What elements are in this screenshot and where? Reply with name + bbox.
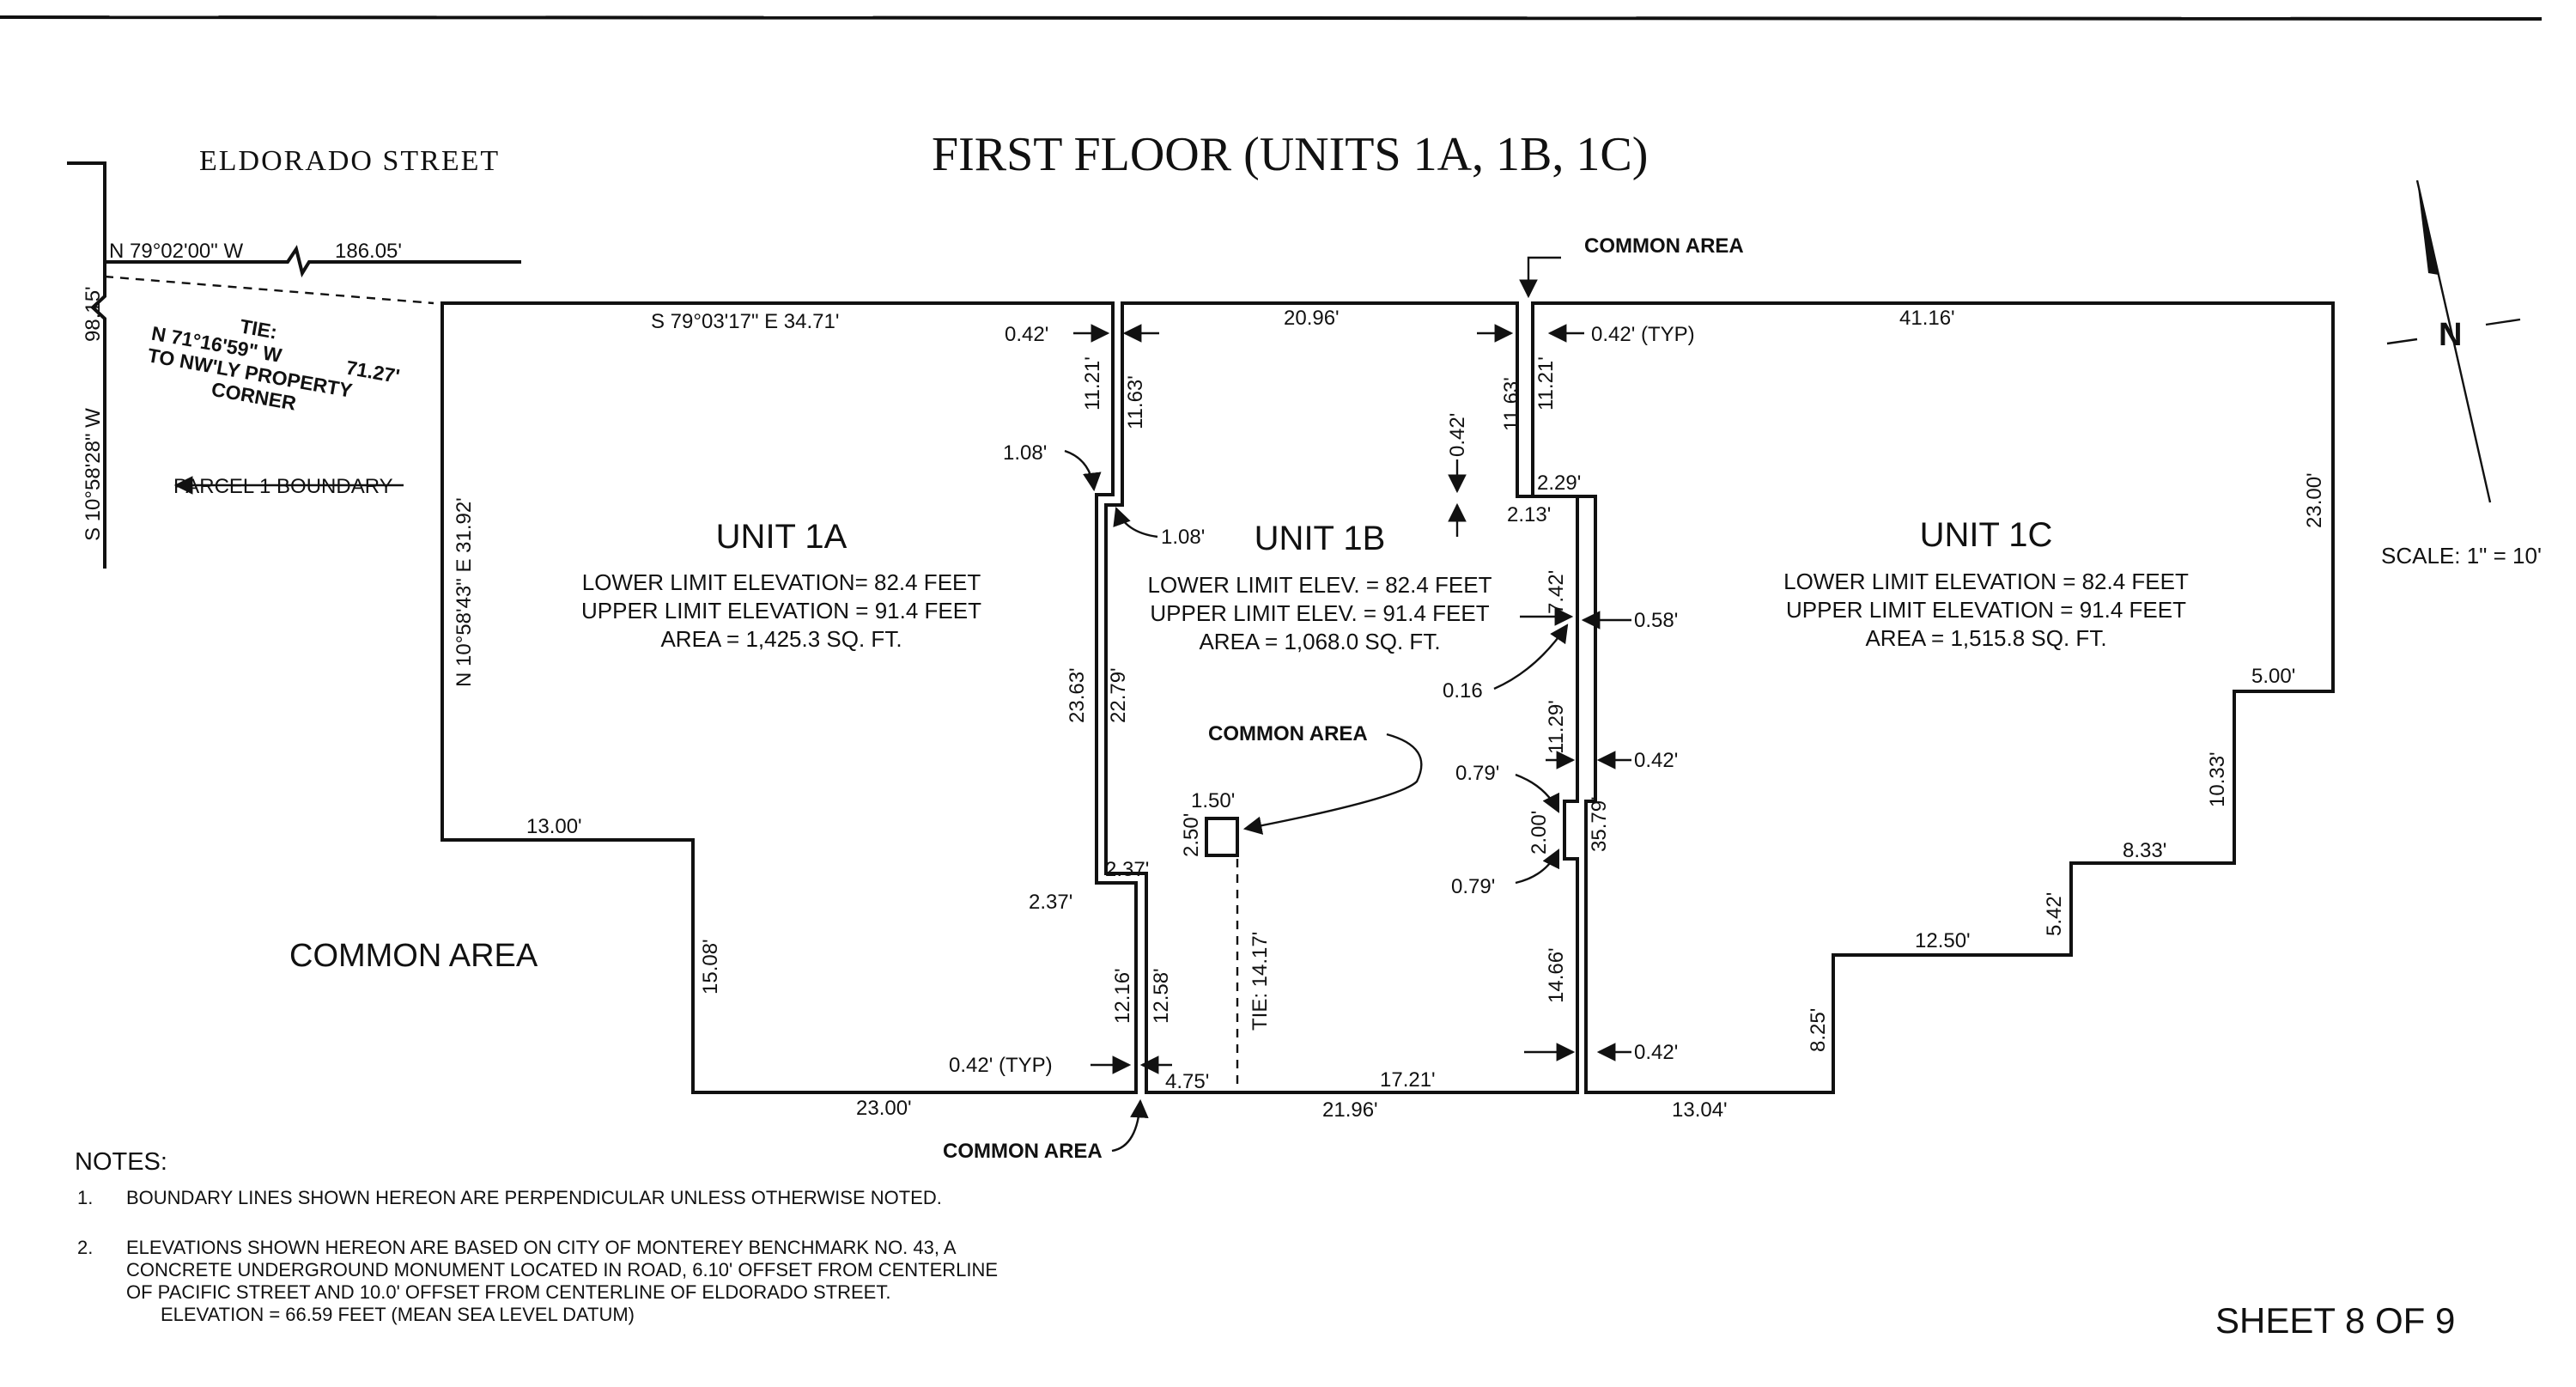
common-area-label-top: COMMON AREA <box>1584 234 1744 258</box>
dim-042-typ-top: 0.42' (TYP) <box>1591 323 1695 346</box>
dim-1304: 13.04' <box>1672 1098 1728 1122</box>
dim-237-right: 2.37' <box>1105 858 1149 881</box>
svg-text:N: N <box>2439 317 2462 353</box>
unit-1c-area: AREA = 1,515.8 SQ. FT. <box>1865 625 2106 651</box>
dim-1129: 11.29' <box>1545 700 1568 754</box>
dim-1121-left: 11.21' <box>1081 356 1104 411</box>
dim-058: 0.58' <box>1634 609 1678 632</box>
north-arrow-icon: N <box>2386 179 2521 503</box>
note-1-line-1: BOUNDARY LINES SHOWN HEREON ARE PERPENDI… <box>126 1187 942 1208</box>
dim-1258: 12.58' <box>1150 968 1173 1024</box>
dim-200: 2.00' <box>1528 811 1551 855</box>
dim-1163-right: 11.63' <box>1500 377 1523 431</box>
street-name: ELDORADO STREET <box>199 145 500 177</box>
dim-108-top: 1.08' <box>1003 441 1047 465</box>
dim-042-typ-bottom: 0.42' (TYP) <box>949 1054 1053 1077</box>
common-area-label-bottom: COMMON AREA <box>943 1140 1103 1163</box>
dim-2196: 21.96' <box>1322 1098 1378 1122</box>
dim-1300: 13.00' <box>526 815 582 838</box>
common-area-label-mid: COMMON AREA <box>1208 722 1368 745</box>
dim-2363: 23.63' <box>1066 667 1089 723</box>
west-distance: 98.15' <box>82 286 105 342</box>
dim-2279: 22.79' <box>1107 667 1130 723</box>
dim-2300-right: 23.00' <box>2303 472 2326 528</box>
dim-1121-right: 11.21' <box>1534 356 1558 411</box>
dim-042-bottom-right: 0.42' <box>1634 1041 1678 1064</box>
notes-heading: NOTES: <box>75 1148 167 1176</box>
north-line-bearing: S 79°03'17" E 34.71' <box>651 310 839 333</box>
dim-213: 2.13' <box>1507 503 1551 526</box>
unit-1b-area: AREA = 1,068.0 SQ. FT. <box>1199 629 1440 654</box>
dim-3579: 35.79' <box>1588 796 1611 852</box>
dim-150: 1.50' <box>1191 789 1235 812</box>
dim-1216: 12.16' <box>1111 968 1134 1024</box>
dim-1163-left: 11.63' <box>1124 375 1147 429</box>
unit-1a-info: UNIT 1A LOWER LIMIT ELEVATION= 82.4 FEET… <box>581 518 981 652</box>
dim-1508: 15.08' <box>699 939 722 995</box>
unit-1b-lower: LOWER LIMIT ELEV. = 82.4 FEET <box>1148 572 1492 598</box>
parcel-boundary-label: PARCEL 1 BOUNDARY <box>173 475 393 498</box>
dim-2096: 20.96' <box>1284 307 1340 330</box>
dim-4116: 41.16' <box>1899 307 1955 330</box>
unit-1c-name: UNIT 1C <box>1920 516 2053 554</box>
unit-1a-upper: UPPER LIMIT ELEVATION = 91.4 FEET <box>581 598 981 624</box>
dim-042-vertical: 0.42' <box>1446 413 1469 457</box>
sheet-number: SHEET 8 OF 9 <box>2215 1300 2455 1341</box>
street-distance: 186.05' <box>335 240 402 263</box>
dim-542: 5.42' <box>2043 892 2066 936</box>
dim-1721: 17.21' <box>1380 1068 1436 1092</box>
unit-1c-boundary <box>1531 301 2335 1094</box>
sheet-top-border <box>0 15 2543 21</box>
note-2-line-4: ELEVATION = 66.59 FEET (MEAN SEA LEVEL D… <box>161 1304 635 1325</box>
street-bearing: N 79°02'00" W <box>109 240 243 263</box>
drawing-title: FIRST FLOOR (UNITS 1A, 1B, 1C) <box>932 128 1648 181</box>
dim-016: 0.16 <box>1443 679 1483 703</box>
note-2-line-1: ELEVATIONS SHOWN HEREON ARE BASED ON CIT… <box>126 1237 957 1258</box>
dim-079-top: 0.79' <box>1455 762 1499 785</box>
west-line-bearing: N 10°58'43" E 31.92' <box>453 497 476 687</box>
unit-1b-upper: UPPER LIMIT ELEV. = 91.4 FEET <box>1150 600 1489 626</box>
dim-229: 2.29' <box>1537 471 1581 495</box>
dim-500: 5.00' <box>2251 665 2295 688</box>
unit-1c-upper: UPPER LIMIT ELEVATION = 91.4 FEET <box>1786 597 2186 623</box>
note-2-number: 2. <box>77 1237 93 1258</box>
dim-042-mid-right: 0.42' <box>1634 749 1678 772</box>
unit-1a-name: UNIT 1A <box>716 518 848 556</box>
dim-1033: 10.33' <box>2206 751 2229 807</box>
unit-1c-lower: LOWER LIMIT ELEVATION = 82.4 FEET <box>1783 569 2189 594</box>
unit-1c-info: UNIT 1C LOWER LIMIT ELEVATION = 82.4 FEE… <box>1783 516 2189 651</box>
common-area-label-left: COMMON AREA <box>289 938 538 974</box>
unit-1a-lower: LOWER LIMIT ELEVATION= 82.4 FEET <box>582 569 981 595</box>
dim-1250: 12.50' <box>1915 929 1971 952</box>
dim-250: 2.50' <box>1180 813 1203 857</box>
dimension-labels: 0.42' 20.96' 0.42' (TYP) 41.16' 11.21' 1… <box>526 307 2326 1122</box>
dim-2300-bottom: 23.00' <box>856 1097 912 1120</box>
dim-475: 4.75' <box>1165 1070 1209 1093</box>
dim-079-bottom: 0.79' <box>1451 875 1495 898</box>
west-bearing: S 10°58'28" W <box>82 408 105 541</box>
dim-108-bottom: 1.08' <box>1161 526 1205 549</box>
dim-1466: 14.66' <box>1545 947 1568 1003</box>
dim-tie-1417: TIE: 14.17' <box>1249 932 1272 1031</box>
common-area-box <box>1205 817 1239 857</box>
unit-1a-area: AREA = 1,425.3 SQ. FT. <box>660 626 902 652</box>
note-2-line-2: CONCRETE UNDERGROUND MONUMENT LOCATED IN… <box>126 1259 998 1281</box>
unit-1b-name: UNIT 1B <box>1255 520 1386 557</box>
dim-042-top-left: 0.42' <box>1005 323 1048 346</box>
notes-block: NOTES: 1. BOUNDARY LINES SHOWN HEREON AR… <box>75 1148 998 1325</box>
scale-label: SCALE: 1" = 10' <box>2381 543 2542 569</box>
dim-742: 7.42' <box>1545 570 1568 614</box>
dimension-arrows <box>1064 256 1631 1153</box>
unit-1a-boundary <box>440 301 1138 1094</box>
unit-1b-info: UNIT 1B LOWER LIMIT ELEV. = 82.4 FEET UP… <box>1148 520 1492 654</box>
dim-825: 8.25' <box>1807 1008 1830 1052</box>
note-1-number: 1. <box>77 1187 93 1208</box>
dim-237-left: 2.37' <box>1029 891 1072 914</box>
note-2-line-3: OF PACIFIC STREET AND 10.0' OFFSET FROM … <box>126 1281 890 1303</box>
dim-833: 8.33' <box>2123 839 2166 862</box>
